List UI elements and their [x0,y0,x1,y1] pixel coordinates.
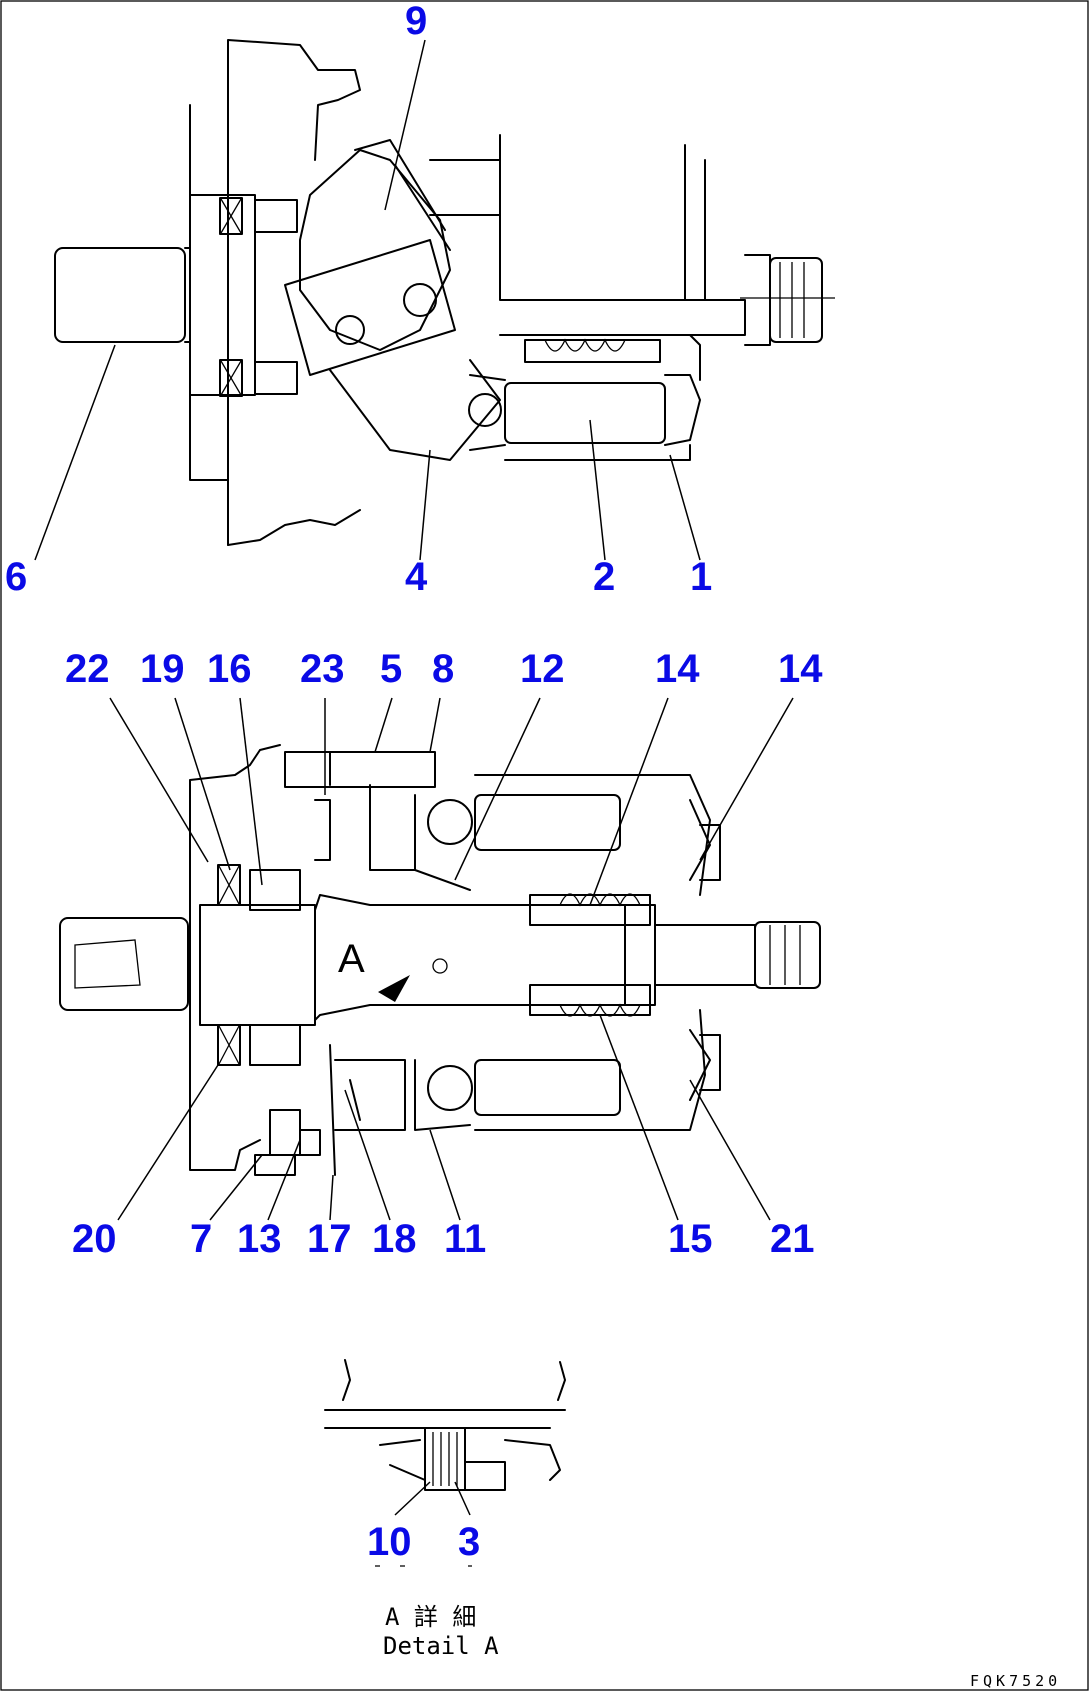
detail-a-leaders [375,1481,472,1567]
callout-20: 20 [72,1217,117,1261]
callout-23: 23 [300,647,345,691]
callout-8: 8 [432,647,454,691]
top-view-drawing [54,39,835,546]
callout-11: 11 [444,1217,486,1261]
detail-caption-jp: A 詳 細 [385,1603,476,1631]
top-view-callouts: 9 6 4 2 1 [5,0,712,599]
drawing-code: FQK7520 [970,1672,1061,1690]
callout-6: 6 [5,555,27,599]
detail-a-drawing [324,1359,566,1491]
callout-14-b: 14 [778,647,823,691]
section-view-leaders [109,697,794,1221]
callout-13: 13 [237,1217,282,1261]
callout-9: 9 [405,0,427,43]
top-view-leaders [34,39,701,561]
detail-a-callouts: 10 3 [367,1520,480,1564]
section-view-drawing [59,744,821,1176]
callout-22: 22 [65,647,110,691]
callout-16: 16 [207,647,252,691]
callout-19: 19 [140,647,185,691]
callout-21: 21 [770,1217,815,1261]
section-view-top-callouts: 22 19 16 23 5 8 12 14 14 [65,647,823,691]
detail-caption-en: Detail A [383,1632,499,1660]
section-mark-a: A [338,937,365,981]
callout-4: 4 [405,555,428,599]
callout-12: 12 [520,647,565,691]
callout-15: 15 [668,1217,713,1261]
section-view-bottom-callouts: 20 7 13 17 18 11 15 21 [72,1217,815,1261]
callout-17: 17 [307,1217,352,1261]
callout-2: 2 [593,555,615,599]
callout-5: 5 [380,647,402,691]
callout-7: 7 [190,1217,212,1261]
callout-3: 3 [458,1520,480,1564]
callout-1: 1 [690,555,712,599]
callout-14-a: 14 [655,647,700,691]
callout-18: 18 [372,1217,417,1261]
callout-10: 10 [367,1520,412,1564]
